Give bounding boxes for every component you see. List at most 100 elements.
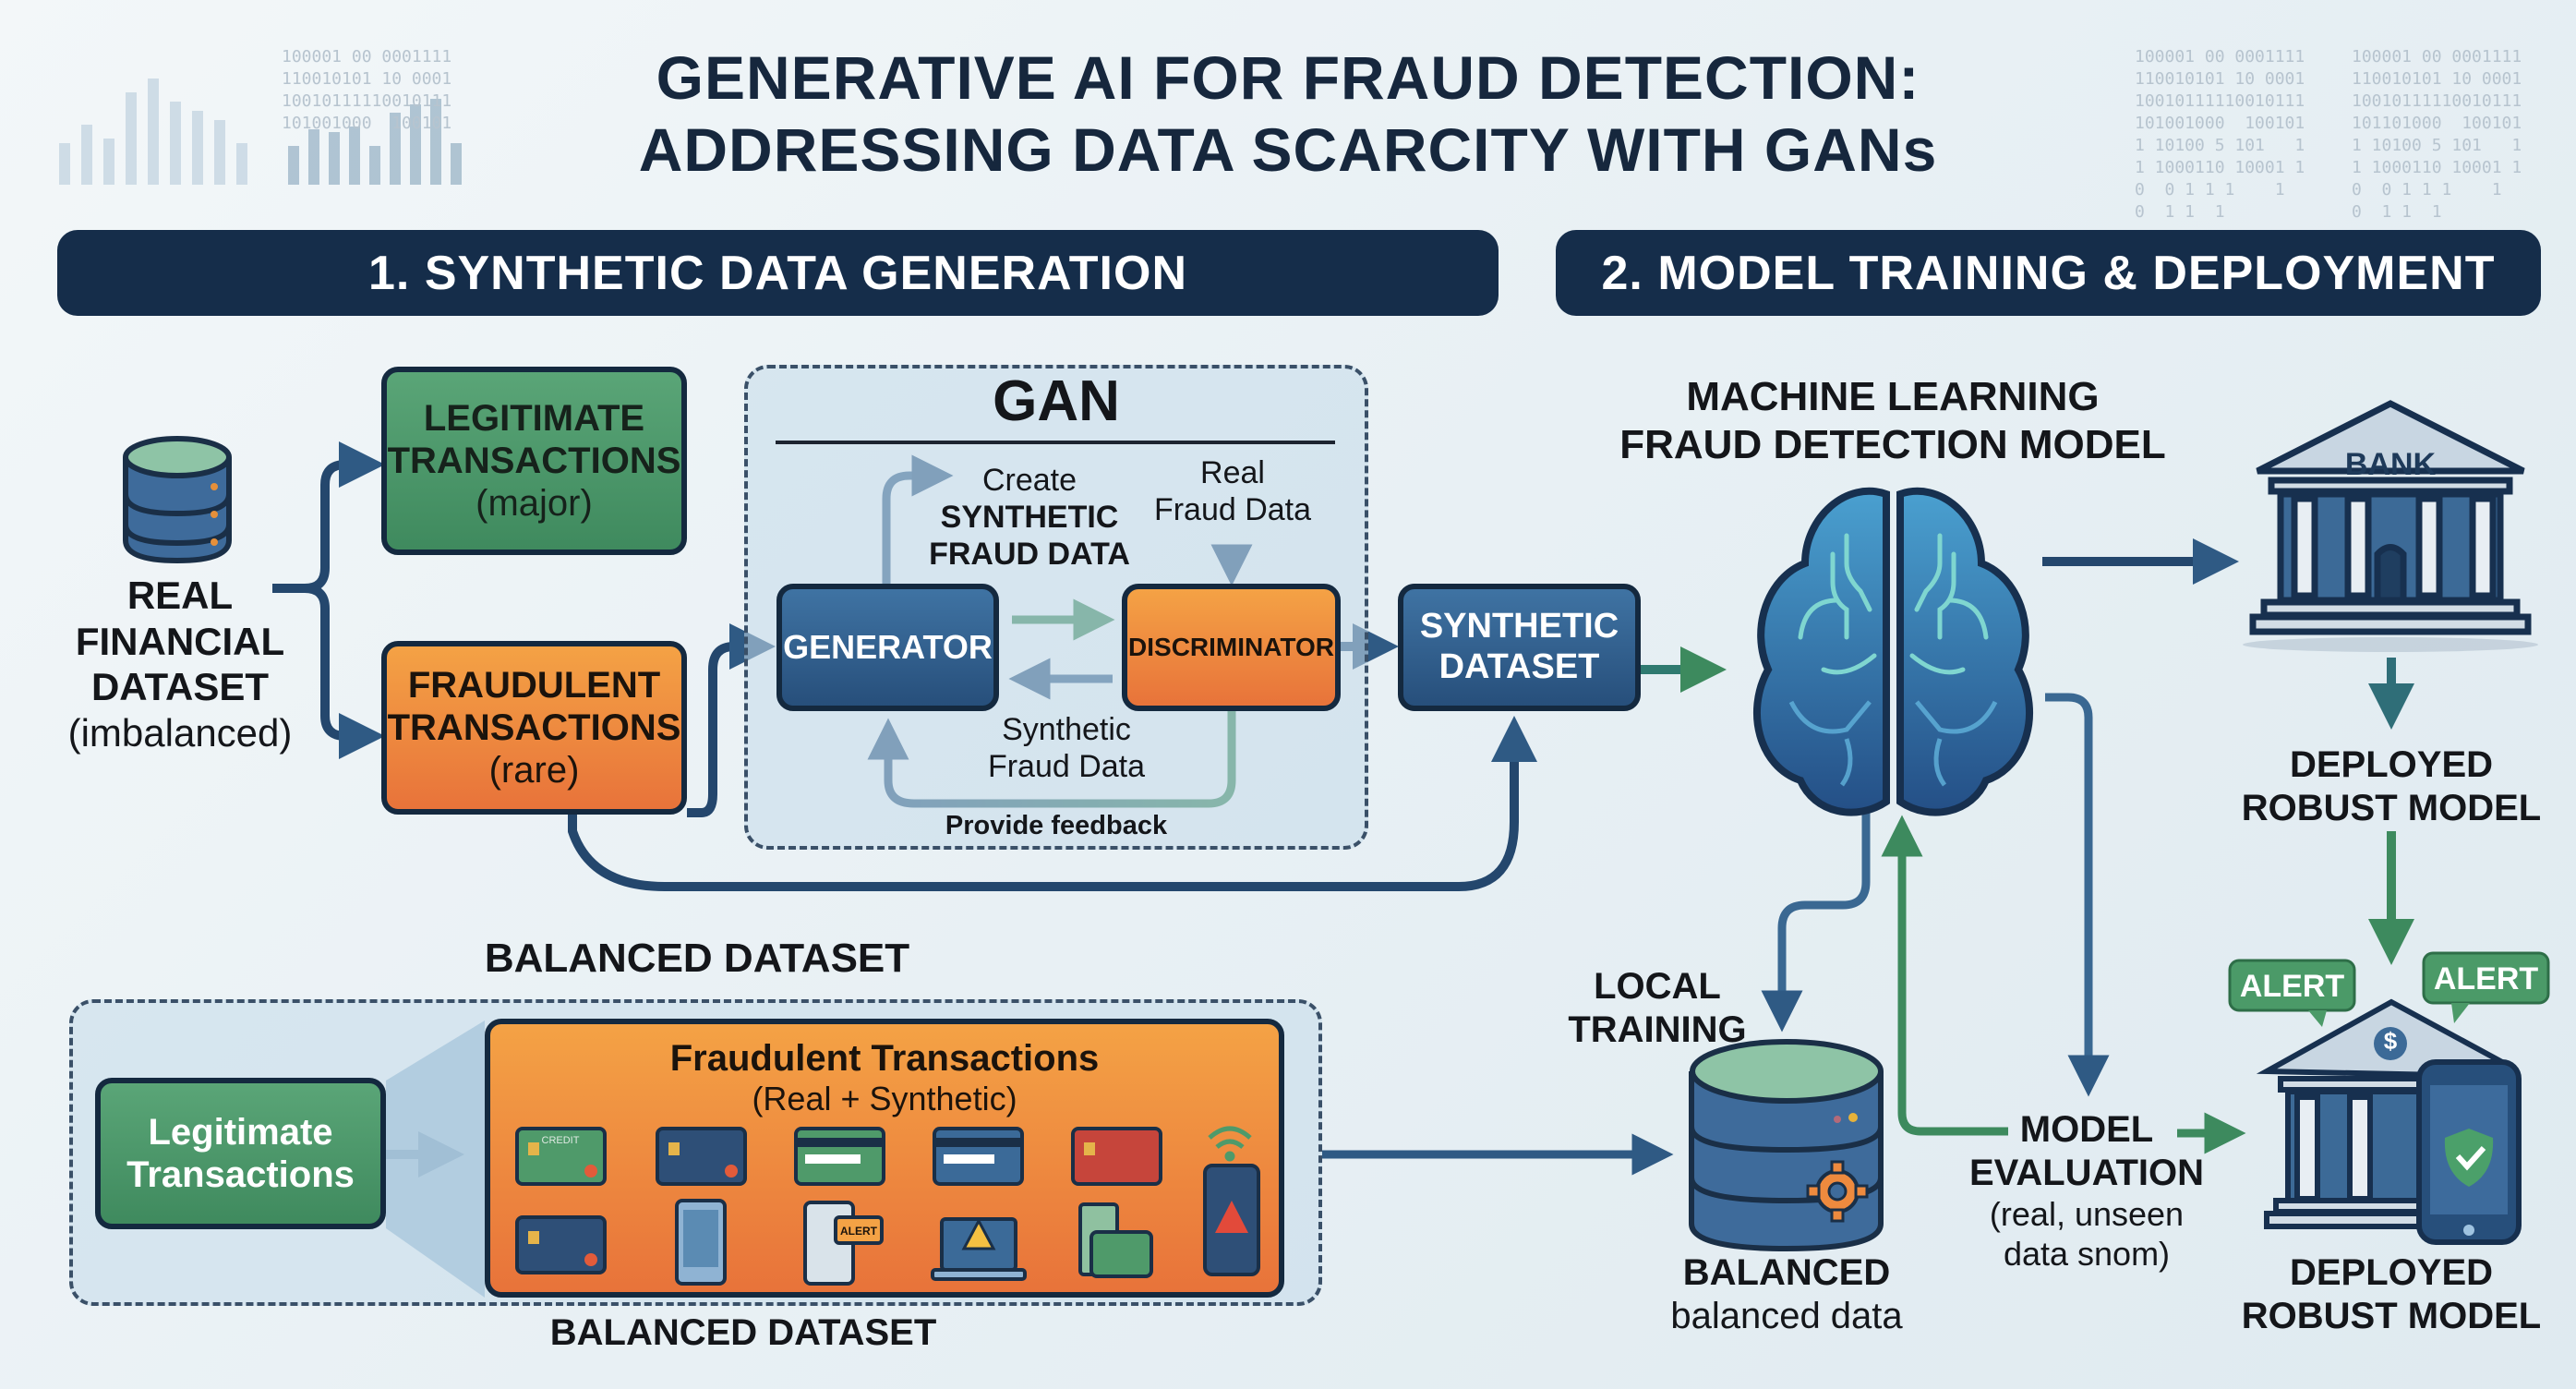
local-training-line-2: TRAINING: [1568, 1009, 1747, 1051]
wifi-icon: [1208, 1126, 1252, 1162]
section-header-synthetic-data: 1. SYNTHETIC DATA GENERATION: [57, 230, 1499, 316]
fork-arrows: [272, 441, 385, 759]
fraud-line-1: FRAUDULENT: [407, 665, 661, 706]
synthetic-fraud-data-label: Synthetic Fraud Data: [960, 711, 1173, 785]
deployed-2-line-1: DEPLOYED: [2289, 1252, 2494, 1293]
create-line-2: SYNTHETIC: [940, 500, 1119, 536]
bank-with-phone-icon: [2256, 998, 2522, 1245]
synthetic-dataset-line-2: DATASET: [1438, 647, 1600, 686]
deployed-1-line-2: ROBUST MODEL: [2241, 788, 2542, 829]
balanced-db-line-1: BALANCED: [1682, 1252, 1891, 1293]
local-training-line-1: LOCAL: [1594, 966, 1721, 1007]
evaluation-sub-1: (real, unseen: [1989, 1195, 2185, 1234]
binary-decor-right-a: 100001 00 0001111 110010101 10 0001 1001…: [2135, 47, 2305, 222]
gear-icon: [1806, 1160, 1869, 1223]
legit-line-1: LEGITIMATE: [423, 398, 645, 439]
evaluation-line-1: MODEL: [2019, 1109, 2154, 1150]
alert-bubble-right-icon: [2422, 951, 2550, 1023]
bar-chart-icon: [288, 99, 462, 185]
create-line-1: Create: [981, 463, 1077, 498]
page-title-line-1: GENERATIVE AI FOR FRAUD DETECTION:: [656, 43, 1920, 112]
synthetic-dataset-box[interactable]: SYNTHETIC DATASET: [1398, 584, 1641, 711]
brain-to-training-arrow: [1761, 802, 1871, 1033]
fraud-to-synthetic-dataset-arrow: [568, 716, 1537, 891]
synthetic-line-2: Fraud Data: [987, 749, 1146, 785]
balanced-fraud-sub: (Real + Synthetic): [752, 1080, 1017, 1117]
balanced-dataset-title: BALANCED DATASET: [484, 936, 910, 981]
alert-right-text: ALERT: [2433, 961, 2539, 996]
discriminator-box[interactable]: DISCRIMINATOR: [1122, 584, 1341, 711]
alert-phone-icon: [803, 1201, 884, 1286]
legitimate-transactions-box[interactable]: LEGITIMATE TRANSACTIONS (major): [381, 367, 687, 555]
brain-to-evaluation-arrow: [2045, 693, 2110, 1097]
ml-model-line-1: MACHINE LEARNING: [1686, 374, 2100, 419]
ml-model-line-2: FRAUD DETECTION MODEL: [1619, 421, 2166, 467]
page-title-line-2: ADDRESSING DATA SCARCITY WITH GANs: [638, 115, 1938, 184]
fraud-to-generator-arrow: [687, 623, 776, 817]
real-line-1: Real: [1200, 455, 1265, 490]
binary-decor-right-b: 100001 00 0001111 110010101 10 0001 1001…: [2352, 47, 2522, 222]
local-training-label: LOCAL TRAINING: [1514, 965, 1800, 1052]
credit-card-navy-icon: [515, 1215, 607, 1274]
evaluation-to-brain-arrow: [1881, 815, 2008, 1136]
smartphone-icon: [675, 1199, 727, 1286]
dollar-sign-icon: $: [2383, 1027, 2398, 1055]
source-line-3: DATASET: [90, 665, 270, 709]
card-text: CREDIT: [542, 1135, 580, 1146]
legit-line-2: TRANSACTIONS: [387, 441, 681, 481]
create-synthetic-label: Create SYNTHETIC FRAUD DATA: [914, 462, 1145, 573]
balanced-legit-line-1: Legitimate: [148, 1112, 333, 1153]
laptop-warning-icon: [931, 1217, 1027, 1281]
legit-sub: (major): [475, 483, 593, 524]
bank-sign: BANK: [2344, 447, 2437, 482]
legitimate-transactions-box-balanced[interactable]: Legitimate Transactions: [95, 1078, 386, 1229]
gan-divider: [776, 441, 1335, 444]
bar-chart-icon: [59, 79, 247, 185]
deployed-2-line-2: ROBUST MODEL: [2241, 1296, 2542, 1337]
credit-card-navy-icon: [656, 1127, 747, 1186]
balanced-fraud-title: Fraudulent Transactions: [669, 1038, 1100, 1079]
evaluation-line-2: EVALUATION: [1968, 1153, 2205, 1194]
real-line-2: Fraud Data: [1153, 492, 1312, 528]
provide-feedback-label: Provide feedback: [945, 811, 1168, 840]
source-line-1: REAL: [126, 574, 234, 617]
gan-title: GAN: [993, 369, 1120, 433]
alert-left-text: ALERT: [2239, 969, 2345, 1004]
alert-phone-text: ALERT: [840, 1225, 878, 1238]
synthetic-line-1: Synthetic: [1002, 712, 1131, 747]
model-evaluation-label: MODEL EVALUATION (real, unseen data snom…: [1930, 1108, 2244, 1274]
bank-icon: [2243, 400, 2538, 652]
real-fraud-data-label: Real Fraud Data: [1136, 454, 1330, 528]
balanced-db-label: BALANCED balanced data: [1616, 1251, 1957, 1338]
synthetic-dataset-line-1: SYNTHETIC: [1419, 607, 1619, 646]
section-header-model-training: 2. MODEL TRAINING & DEPLOYMENT: [1556, 230, 2541, 316]
source-dataset-label: REAL FINANCIAL DATASET (imbalanced): [55, 573, 305, 755]
deployed-robust-model-label-2: DEPLOYED ROBUST MODEL: [2216, 1251, 2567, 1338]
deployed-1-line-1: DEPLOYED: [2289, 744, 2494, 785]
deployed-robust-model-label-1: DEPLOYED ROBUST MODEL: [2216, 743, 2567, 830]
wallet-icon: [1078, 1202, 1153, 1278]
balanced-dataset-bottom-label: BALANCED DATASET: [549, 1312, 937, 1353]
ml-model-title: MACHINE LEARNING FRAUD DETECTION MODEL: [1570, 373, 2216, 469]
fraud-sub: (rare): [488, 750, 580, 791]
evaluation-sub-2: data snom): [2003, 1234, 2171, 1273]
alert-bubble-left-icon: [2228, 959, 2356, 1027]
brain-icon: [1752, 487, 2034, 816]
card-green-icon: [794, 1127, 885, 1186]
binary-decor-left: 100001 00 0001111 110010101 10 0001 1001…: [282, 47, 452, 133]
create-line-3: FRAUD DATA: [929, 537, 1130, 573]
balanced-db-line-2: balanced data: [1670, 1296, 1903, 1337]
credit-card-green-icon: [515, 1127, 607, 1186]
database-icon: [123, 436, 232, 564]
balanced-legit-line-2: Transactions: [126, 1154, 355, 1195]
fraudulent-transactions-box[interactable]: FRAUDULENT TRANSACTIONS (rare): [381, 641, 687, 815]
fraud-line-2: TRANSACTIONS: [387, 707, 681, 748]
card-blue-icon: [933, 1127, 1024, 1186]
generator-box[interactable]: GENERATOR: [776, 584, 999, 711]
card-red-icon: [1071, 1127, 1162, 1186]
phone-warning-icon: [1203, 1164, 1260, 1276]
